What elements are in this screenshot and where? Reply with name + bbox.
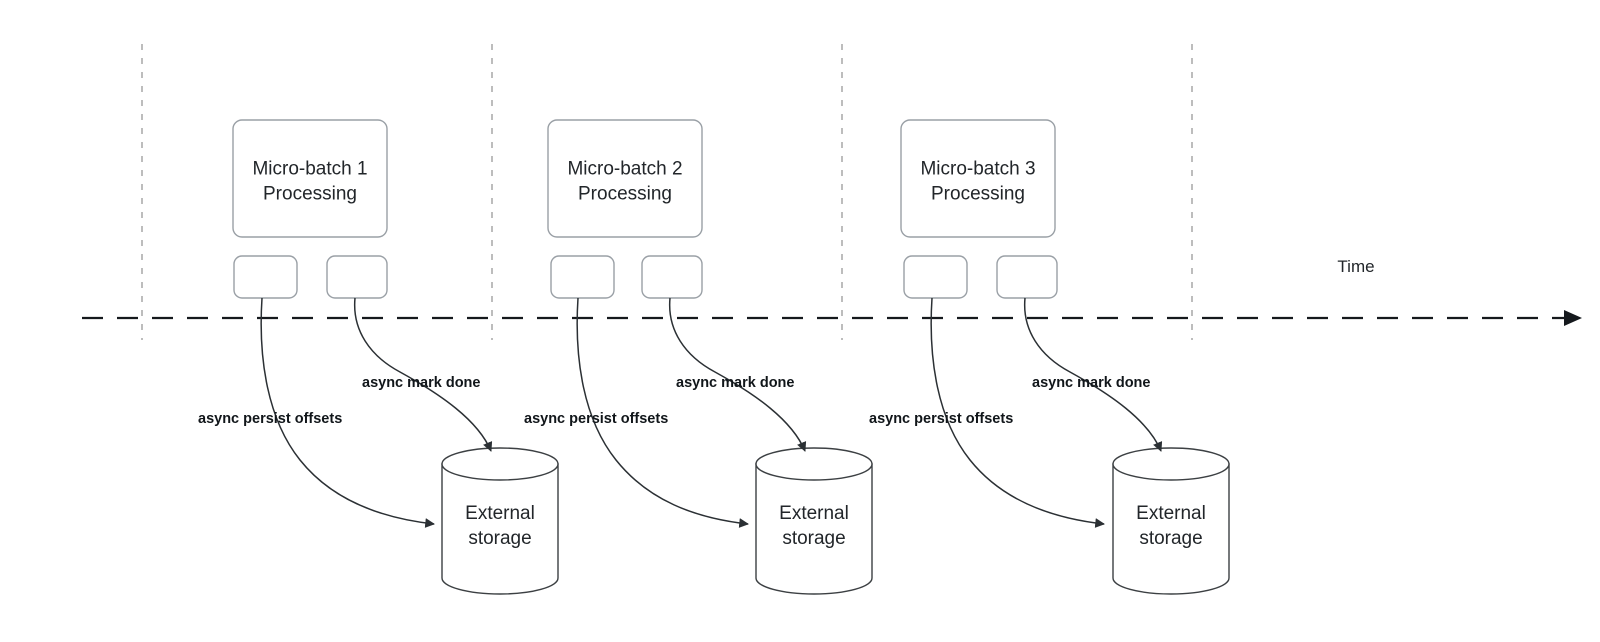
group-3-processing-label-line2: Processing xyxy=(931,184,1025,205)
group-3-storage-top xyxy=(1112,447,1230,481)
async-persist-offsets-3-label: async persist offsets xyxy=(869,411,1013,427)
group-2-storage-label-line2: storage xyxy=(782,528,845,549)
async-mark-done-2-label: async mark done xyxy=(676,375,794,391)
edge-labels-group: async persist offsets async mark done asyn… xyxy=(198,375,1150,427)
timeline-arrowhead xyxy=(1564,310,1582,326)
async-mark-done-3-label: async mark done xyxy=(1032,375,1150,391)
group-3-storage-label-line2: storage xyxy=(1139,528,1202,549)
async-persist-offsets-1-label: async persist offsets xyxy=(198,411,342,427)
async-mark-done-1-arrow xyxy=(353,297,493,452)
group-3-storage-body[interactable] xyxy=(1112,463,1230,595)
async-persist-offsets-1-arrow xyxy=(260,297,435,528)
group-3-processing-box[interactable] xyxy=(900,119,1056,238)
async-persist-offsets-3-arrow xyxy=(930,297,1105,528)
group-3-storage-label-line1: External xyxy=(1136,503,1206,524)
micro-batch-groups: Micro-batch 1ProcessingExternalstorageMi… xyxy=(232,119,1230,595)
persist-offsets-task-2[interactable] xyxy=(550,255,615,299)
group-1-storage-label-line2: storage xyxy=(468,528,531,549)
group-1-processing-box[interactable] xyxy=(232,119,388,238)
async-persist-offsets-2-arrow xyxy=(576,297,749,528)
async-mark-done-3-arrow xyxy=(1023,297,1163,452)
mark-done-task-1[interactable] xyxy=(326,255,388,299)
group-2-storage-body[interactable] xyxy=(755,463,873,595)
group-1-storage-label-line1: External xyxy=(465,503,535,524)
group-1-processing-label-line1: Micro-batch 1 xyxy=(252,159,367,180)
persist-offsets-task-3[interactable] xyxy=(903,255,968,299)
group-1-storage-body[interactable] xyxy=(441,463,559,595)
persist-offsets-task-1[interactable] xyxy=(233,255,298,299)
async-persist-offsets-2-label: async persist offsets xyxy=(524,411,668,427)
group-2-processing-box[interactable] xyxy=(547,119,703,238)
mark-done-task-2[interactable] xyxy=(641,255,703,299)
group-3-processing-label-line1: Micro-batch 3 xyxy=(920,159,1035,180)
group-2-processing-label-line2: Processing xyxy=(578,184,672,205)
async-mark-done-1-label: async mark done xyxy=(362,375,480,391)
group-1-processing-label-line2: Processing xyxy=(263,184,357,205)
group-2-storage-top xyxy=(755,447,873,481)
group-2-processing-label-line1: Micro-batch 2 xyxy=(567,159,682,180)
async-mark-done-2-arrow xyxy=(668,297,807,452)
group-1-storage-top xyxy=(441,447,559,481)
group-2-storage-label-line1: External xyxy=(779,503,849,524)
mark-done-task-3[interactable] xyxy=(996,255,1058,299)
timeline-axis-group xyxy=(82,310,1582,326)
time-axis-label: Time xyxy=(1337,257,1374,276)
